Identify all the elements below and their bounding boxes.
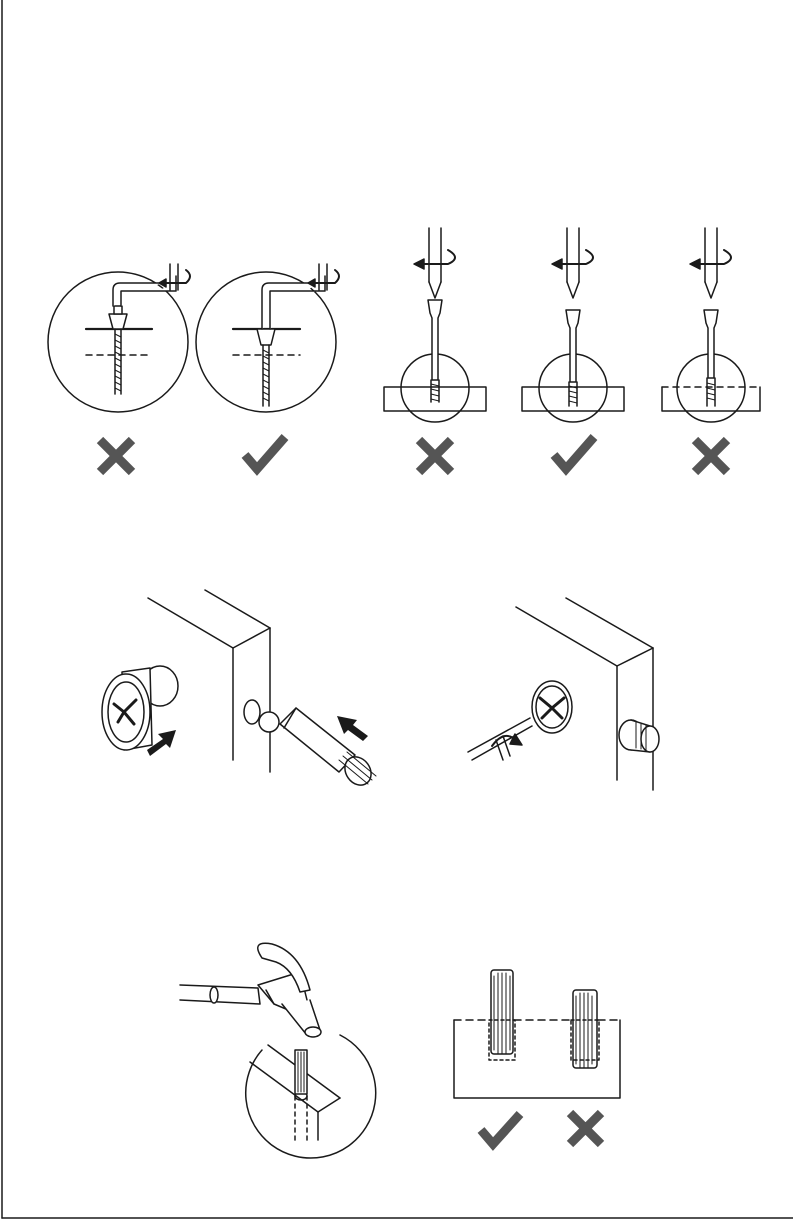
screwdriver-panel-wrong-b [662,228,760,422]
allen-key-panel-correct [196,264,339,412]
board-right [516,598,653,790]
result-marks-row-1 [100,437,727,472]
allen-key-panel-wrong [48,264,190,412]
dowel-correct [489,970,515,1060]
cam-fitting-icon [102,668,152,750]
push-arrow-icon [337,716,368,741]
screwdriver-panel-correct [522,228,624,422]
dowel-magnifier [246,1035,376,1158]
screwdriver-panel-wrong-a [384,228,486,422]
cross-icon [695,440,727,472]
section-cam-lock-insert [102,590,659,790]
section-wooden-dowel [180,943,620,1158]
screwdriver-turn-icon [468,718,532,760]
check-icon [481,1114,520,1144]
section-cam-screw-depth [48,228,760,472]
cross-icon [100,440,132,472]
result-marks-row-3 [481,1113,601,1144]
screwdriver-tip-icon [429,282,441,298]
cross-icon [570,1113,601,1144]
check-icon [554,437,594,469]
screwdriver-tip-icon [567,282,579,298]
cross-icon [419,440,451,472]
cam-installed-icon [532,681,572,733]
cam-bolt-icon [259,708,376,790]
hammer-icon [180,943,321,1037]
dowel-wrong [571,990,599,1068]
dowel-depth-check [454,970,620,1098]
screwdriver-tip-icon [705,282,717,298]
check-icon [245,437,285,469]
